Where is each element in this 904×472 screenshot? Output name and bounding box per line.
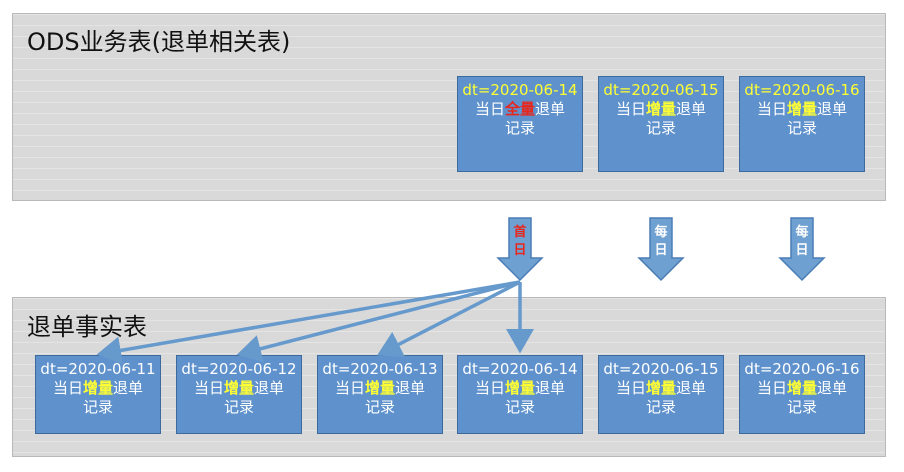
load-type-highlight: 增量	[645, 379, 676, 397]
partition-date: dt=2020-06-13	[322, 360, 438, 378]
load-type-highlight: 增量	[786, 379, 817, 397]
partition-date: dt=2020-06-16	[744, 81, 860, 99]
partition-desc: 当日增量退单记录	[756, 379, 848, 416]
load-type-highlight: 增量	[504, 379, 535, 397]
partition-date: dt=2020-06-16	[744, 360, 860, 378]
daily-label: 每 日	[654, 225, 668, 258]
fan-out-arrow	[236, 280, 521, 363]
partition-desc: 当日增量退单记录	[52, 379, 144, 416]
ods-partition-box: dt=2020-06-16 当日增量退单记录	[739, 76, 865, 172]
fan-out-arrow	[96, 280, 521, 365]
ods-panel-title: ODS业务表(退单相关表)	[27, 28, 291, 56]
daily-arrow	[778, 217, 826, 282]
fact-partition-box: dt=2020-06-13 当日增量退单记录	[317, 355, 443, 434]
partition-desc: 当日增量退单记录	[615, 100, 707, 137]
fact-partition-box: dt=2020-06-11 当日增量退单记录	[35, 355, 161, 434]
partition-desc: 当日增量退单记录	[334, 379, 426, 416]
ods-partition-box: dt=2020-06-14 当日全量退单记录	[457, 76, 583, 172]
fact-table-panel-title: 退单事实表	[27, 313, 147, 341]
partition-desc: 当日增量退单记录	[193, 379, 285, 416]
partition-desc: 当日增量退单记录	[615, 379, 707, 416]
daily-label: 每 日	[795, 225, 809, 258]
partition-date: dt=2020-06-14	[462, 360, 578, 378]
partition-desc: 当日增量退单记录	[756, 100, 848, 137]
load-type-highlight: 增量	[82, 379, 113, 397]
partition-date: dt=2020-06-15	[603, 81, 719, 99]
partition-date: dt=2020-06-14	[462, 81, 578, 99]
fact-partition-box: dt=2020-06-14 当日增量退单记录	[457, 355, 583, 434]
first-day-arrow	[496, 217, 544, 282]
fact-partition-box: dt=2020-06-16 当日增量退单记录	[739, 355, 865, 434]
fan-out-arrow	[376, 280, 521, 357]
fact-partition-box: dt=2020-06-15 当日增量退单记录	[598, 355, 724, 434]
daily-arrow	[637, 217, 685, 282]
load-type-highlight: 全量	[504, 100, 535, 118]
load-type-highlight: 增量	[364, 379, 395, 397]
load-type-highlight: 增量	[223, 379, 254, 397]
load-type-highlight: 增量	[645, 100, 676, 118]
ods-partition-box: dt=2020-06-15 当日增量退单记录	[598, 76, 724, 172]
partition-desc: 当日全量退单记录	[474, 100, 566, 137]
partition-desc: 当日增量退单记录	[474, 379, 566, 416]
partition-date: dt=2020-06-15	[603, 360, 719, 378]
first-day-label: 首 日	[513, 225, 527, 258]
load-type-highlight: 增量	[786, 100, 817, 118]
partition-date: dt=2020-06-11	[40, 360, 156, 378]
partition-date: dt=2020-06-12	[181, 360, 297, 378]
